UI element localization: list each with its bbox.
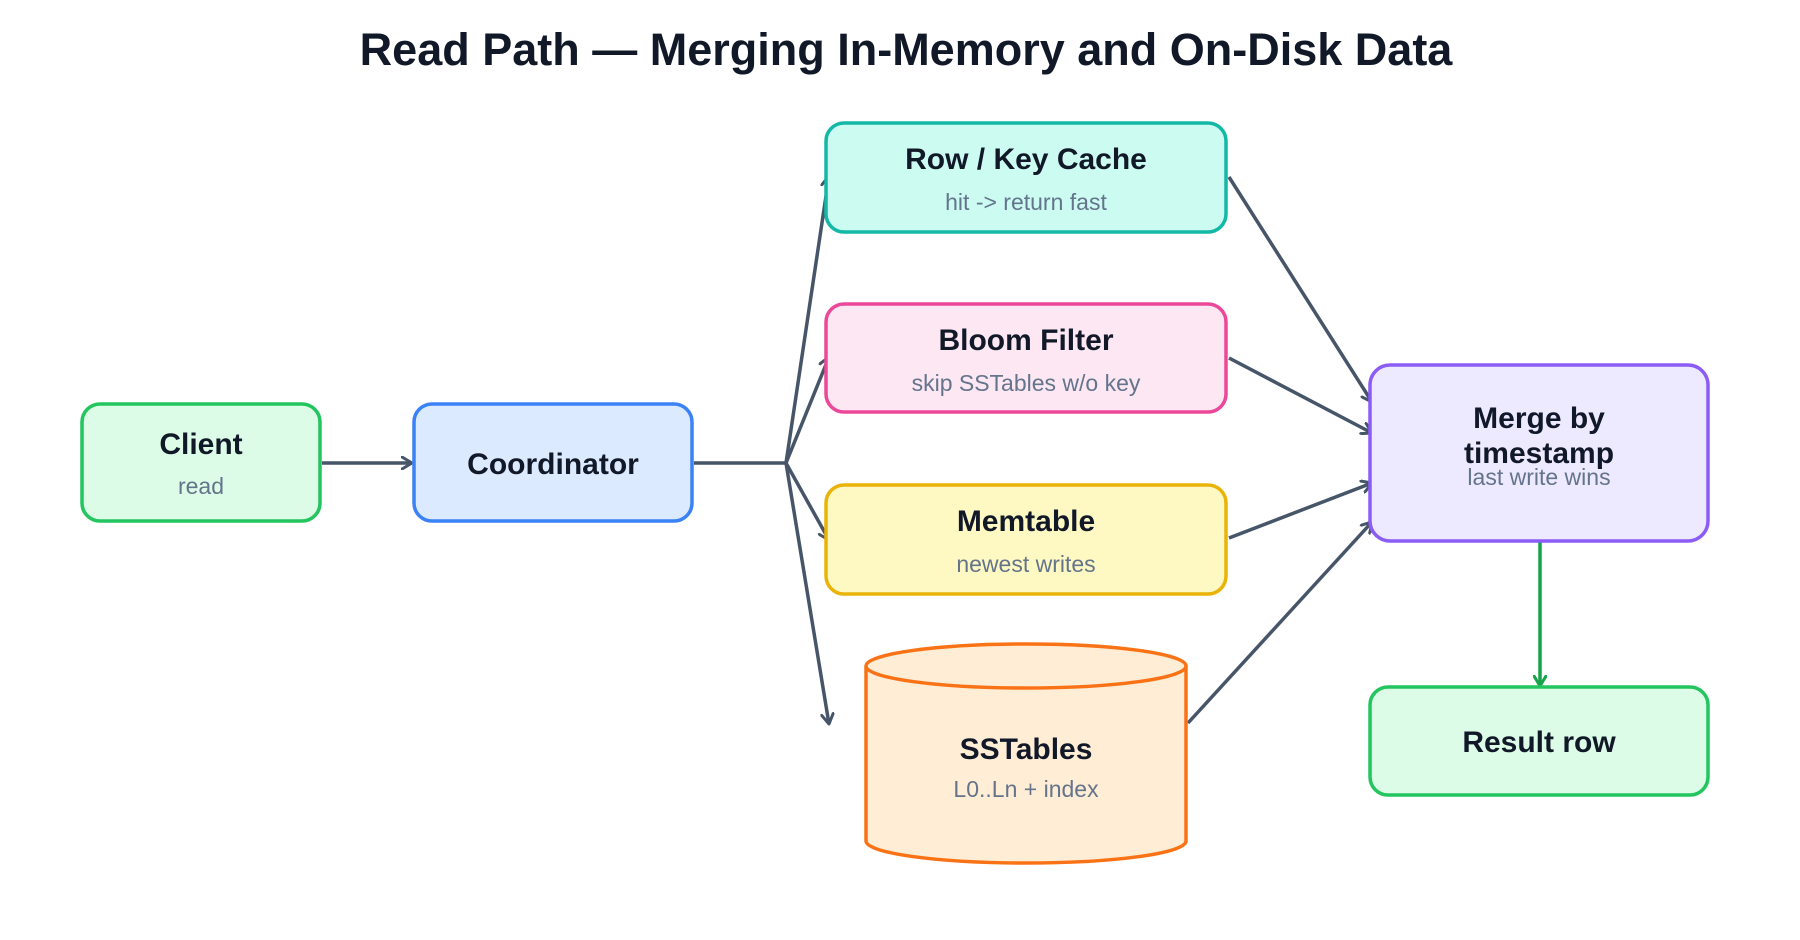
client-box [80,402,322,523]
sstables-cylinder-body [864,666,1188,865]
sstables-subtitle: L0..Ln + index [953,776,1099,802]
edge-memtable-merge [1228,483,1372,540]
coordinator-title: Coordinator [467,448,639,481]
bloom-title: Bloom Filter [938,324,1113,357]
memtable-box [824,483,1228,596]
client-title: Client [159,428,242,461]
merge-title-line1: Merge by [1473,402,1605,435]
bloom-subtitle: skip SSTables w/o key [912,370,1141,396]
edge-cache-merge [1227,176,1372,402]
cache-subtitle: hit -> return fast [945,189,1107,215]
edges [322,176,1540,724]
diagram-title: Read Path — Merging In-Memory and On-Dis… [360,24,1454,75]
client-subtitle: read [178,473,224,499]
result-title: Result row [1462,726,1616,759]
memtable-subtitle: newest writes [956,551,1095,577]
merge-subtitle: last write wins [1467,464,1610,490]
node-cache: Row / Key Cache hit -> return fast [824,121,1228,234]
coordinator-box [412,402,694,523]
bloom-box [824,302,1228,414]
edge-sstables-merge [1186,522,1372,725]
merge-title-line2: timestamp [1464,437,1614,470]
node-memtable: Memtable newest writes [824,483,1228,596]
edge-fanout-cache [784,176,829,464]
edge-fanout-sstables [784,462,829,724]
sstables-cylinder-top [864,642,1188,690]
edge-bloom-merge [1228,356,1372,433]
sstables-title: SSTables [960,733,1093,766]
node-bloom: Bloom Filter skip SSTables w/o key [824,302,1228,414]
node-sstables: SSTables L0..Ln + index [864,642,1188,865]
edge-fanout-memtable [784,462,829,540]
cache-title: Row / Key Cache [905,143,1147,176]
node-coordinator: Coordinator [412,402,694,523]
node-client: Client read [80,402,322,523]
edge-fanout-bloom [784,357,829,464]
memtable-title: Memtable [957,505,1095,538]
merge-box [1368,363,1710,543]
cache-box [824,121,1228,234]
node-merge: Merge by timestamp last write wins [1368,363,1710,543]
result-box [1368,685,1710,797]
node-result: Result row [1368,685,1710,797]
